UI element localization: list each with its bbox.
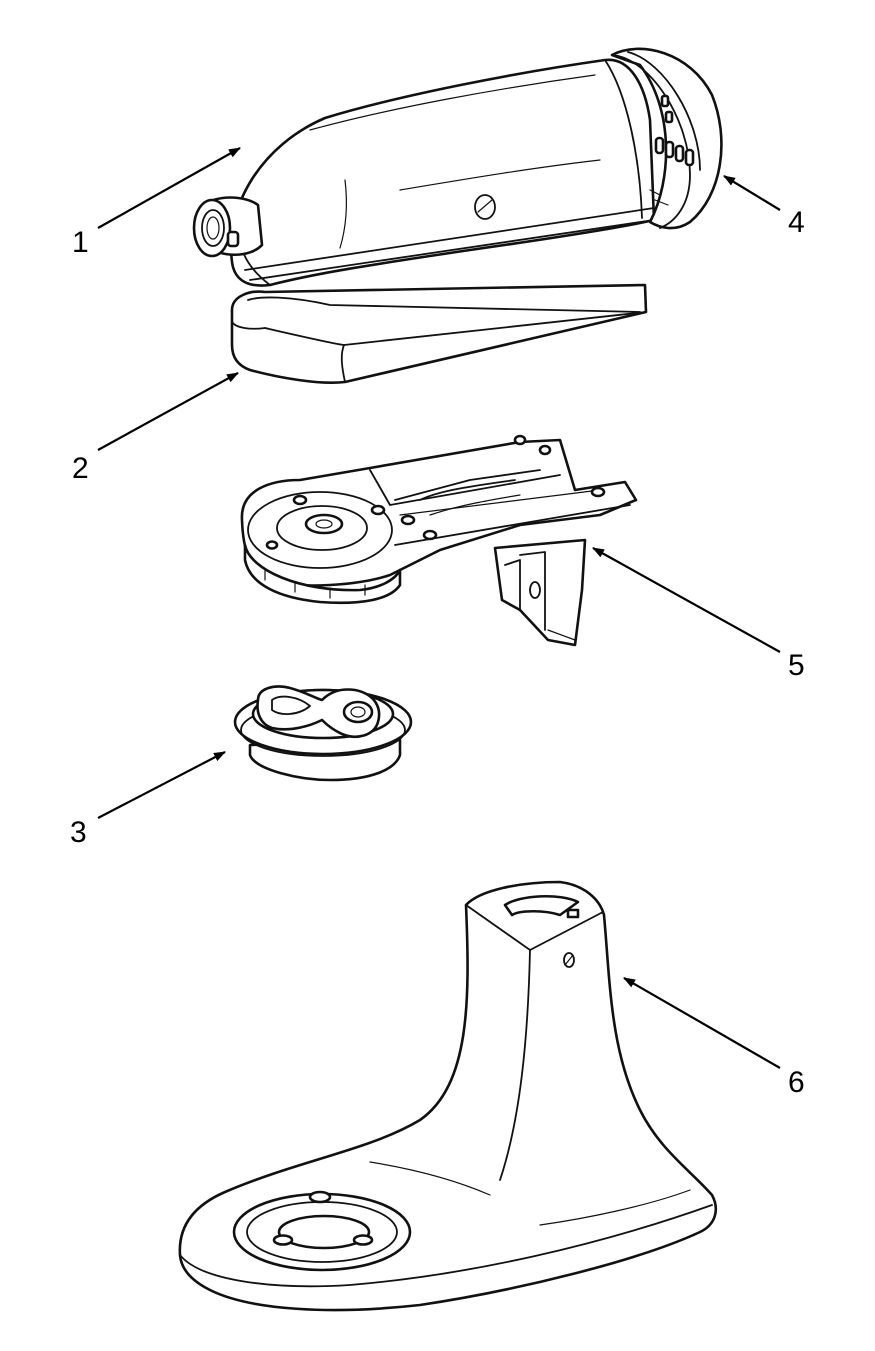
callout-label-3: 3 (70, 816, 87, 849)
gear-case-frame-part (240, 434, 638, 647)
callout-label-6: 6 (788, 1066, 805, 1099)
pedestal-base-part (178, 880, 717, 1312)
leader-4 (723, 175, 781, 211)
motor-housing-part (192, 58, 656, 287)
callout-label-4: 4 (788, 206, 805, 239)
leader-5 (592, 547, 781, 653)
planetary-cap-part (233, 685, 413, 782)
callout-label-1: 1 (72, 226, 89, 259)
callout-leader-lines (97, 147, 781, 1069)
leader-3 (97, 751, 226, 819)
leader-6 (623, 977, 781, 1069)
callout-labels: 1 2 3 4 5 6 (70, 206, 805, 1099)
callout-label-5: 5 (788, 649, 805, 682)
rear-cover-part (610, 47, 723, 230)
leader-1 (97, 147, 241, 229)
trim-band-part (230, 283, 648, 384)
callout-label-2: 2 (72, 452, 89, 485)
leader-2 (97, 372, 239, 451)
